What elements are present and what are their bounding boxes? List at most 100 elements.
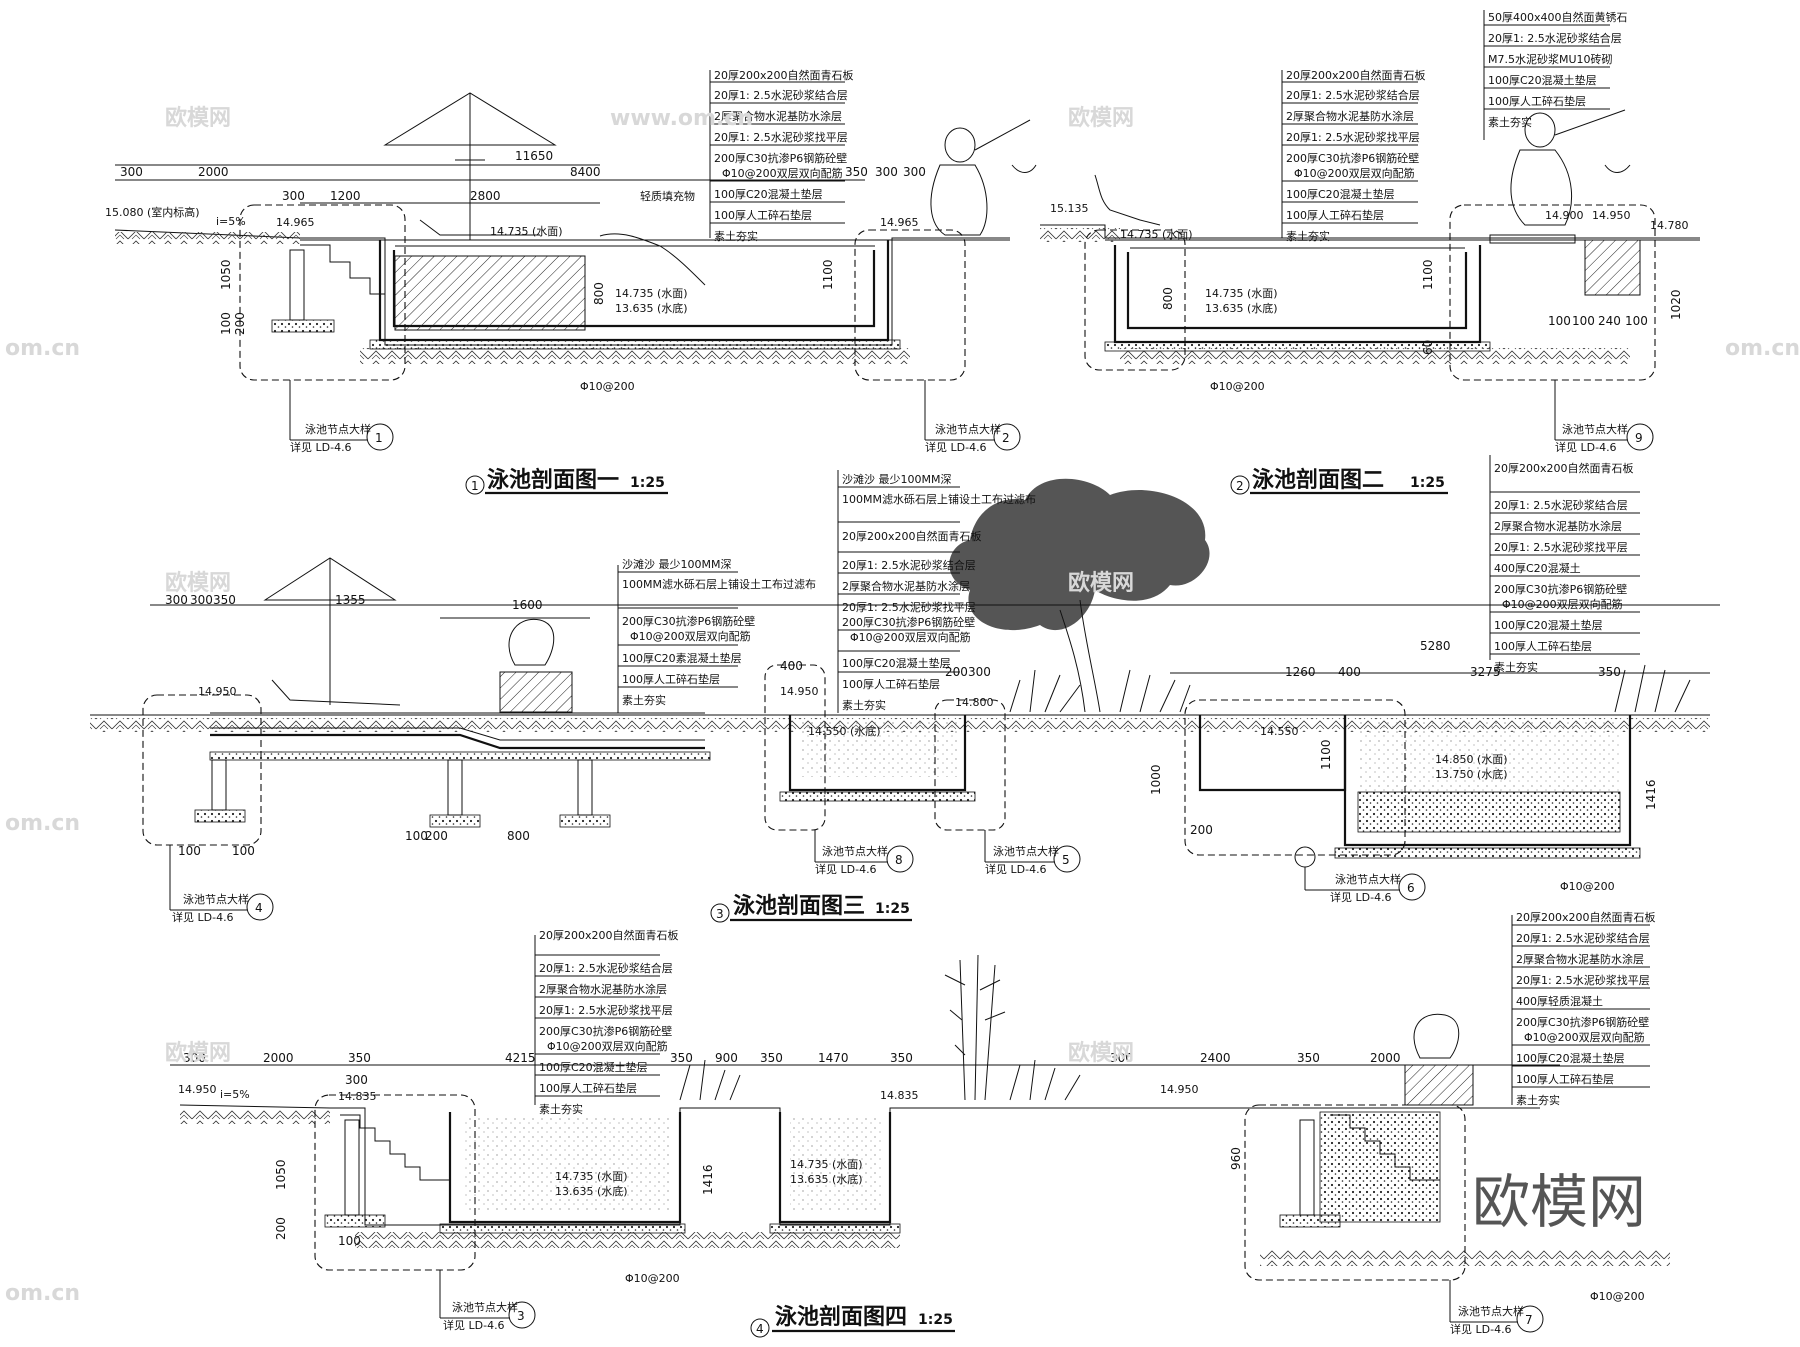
level-label: 13.635 (水底): [1205, 301, 1278, 315]
callout-3: 3 泳池节点大样 详见 LD-4.6: [439, 1270, 536, 1332]
section-2-top-layer-notes: 50厚400x400自然面黄锈石 20厚1: 2.5水泥砂浆结合层 M7.5水泥…: [1483, 10, 1628, 140]
layer-note: 20厚1: 2.5水泥砂浆结合层: [1516, 931, 1650, 945]
layer-note: 20厚1: 2.5水泥砂浆找平层: [539, 1003, 673, 1017]
dim-label: 800: [592, 282, 606, 305]
dim-label: 200: [274, 1217, 288, 1240]
callout-1: 1 泳池节点大样 详见 LD-4.6: [289, 380, 394, 454]
layer-note: 2厚聚合物水泥基防水涂层: [714, 109, 842, 123]
dim-label: 2000: [263, 1051, 294, 1065]
rebar-label: Φ10@200: [1210, 380, 1265, 393]
layer-note: Φ10@200双层双向配筋: [1502, 597, 1623, 611]
layer-note: 20厚1: 2.5水泥砂浆结合层: [1488, 31, 1622, 45]
level-label: 14.965: [276, 216, 315, 229]
section-1-layer-notes: 20厚200x200自然面青石板 20厚1: 2.5水泥砂浆结合层 2厚聚合物水…: [709, 68, 854, 243]
dim-label: 350: [670, 1051, 693, 1065]
section-title: 泳池剖面图四: [775, 1304, 907, 1330]
layer-note: 100厚人工碎石垫层: [714, 208, 812, 222]
dim-label: 100: [232, 844, 255, 858]
svg-text:4: 4: [756, 1322, 764, 1336]
umbrella-icon: [263, 557, 397, 705]
level-label: 14.735 (水面): [615, 287, 688, 300]
dim-label: 400: [1338, 665, 1361, 679]
section-3-layer-notes-a: 沙滩沙 最少100MM深 100MM滤水砾石层上铺设土工布过滤布 200厚C30…: [617, 557, 816, 713]
dim-label: 2800: [470, 189, 501, 203]
level-label: 14.835: [880, 1089, 919, 1102]
dim-label: 1416: [701, 1164, 715, 1195]
watermark-domain: om.cn: [5, 336, 80, 361]
layer-note: 20厚1: 2.5水泥砂浆结合层: [714, 88, 848, 102]
layer-note: 沙滩沙 最少100MM深: [622, 557, 731, 571]
callout-number: 1: [375, 431, 383, 445]
dim-label: 300: [968, 665, 991, 679]
layer-note: M7.5水泥砂浆MU10砖砌: [1488, 52, 1613, 66]
layer-note: 100厚人工碎石垫层: [622, 672, 720, 686]
section-2: 15.135 14.735 (水面) 14.735 (水面) 13.635 (水…: [1040, 10, 1700, 495]
layer-note: 20厚1: 2.5水泥砂浆结合层: [539, 961, 673, 975]
dim-label: 60: [1421, 340, 1435, 355]
dim-label: 2400: [1200, 1051, 1231, 1065]
section-3-title: 3 泳池剖面图三 1:25: [710, 893, 912, 923]
layer-note: 20厚200x200自然面青石板: [714, 68, 854, 82]
layer-note: 素土夯实: [1516, 1093, 1560, 1107]
layer-note: Φ10@200双层双向配筋: [547, 1039, 668, 1053]
callout-text: 泳池节点大样: [183, 892, 249, 906]
level-label: 15.135: [1050, 202, 1089, 215]
dim-label: 1200: [330, 189, 361, 203]
watermark-text: 欧模网: [165, 1040, 231, 1066]
dim-label: 350: [213, 593, 236, 607]
callout-6: 6 泳池节点大样 详见 LD-4.6: [1294, 846, 1426, 904]
rebar-label: Φ10@200: [625, 1272, 680, 1285]
dim-label: 300: [282, 189, 305, 203]
dim-label: 4215: [505, 1051, 536, 1065]
section-2-title: 2 泳池剖面图二 1:25: [1230, 467, 1448, 495]
dim-label: 1416: [1644, 779, 1658, 810]
layer-note: Φ10@200双层双向配筋: [1524, 1030, 1645, 1044]
watermark-domain: om.cn: [5, 811, 80, 836]
layer-note: 100厚人工碎石垫层: [842, 677, 940, 691]
callout-8: 8 泳池节点大样 详见 LD-4.6: [814, 830, 914, 876]
dim-label: 300: [120, 165, 143, 179]
level-label: 14.950: [1592, 209, 1631, 222]
dim-label: 1260: [1285, 665, 1316, 679]
level-label: 14.950: [178, 1083, 217, 1096]
section-3: 300 300 350 1355 1600 400 800 100 200 10…: [90, 455, 1720, 924]
dim-label: 100: [1625, 314, 1648, 328]
lounge-chair-icon: [271, 679, 401, 706]
slope-label: i=5%: [216, 215, 246, 228]
dim-label: 100: [338, 1234, 361, 1248]
level-label: 13.635 (水底): [790, 1172, 863, 1186]
fish-sculpture-icon: [1404, 1013, 1474, 1106]
bamboo-icon: [944, 954, 1006, 1101]
dim-label: 300: [875, 165, 898, 179]
dim-label: 3275: [1470, 665, 1501, 679]
callout-ref: 详见 LD-4.6: [985, 862, 1047, 876]
layer-note: 100厚C20素混凝土垫层: [622, 651, 742, 665]
dim-label: 350: [1598, 665, 1621, 679]
layer-note: 素土夯实: [1286, 229, 1330, 243]
level-label: 14.735 (水面): [1205, 287, 1278, 300]
svg-text:3: 3: [716, 907, 724, 921]
swimmer-icon: [599, 233, 706, 286]
layer-note: Φ10@200双层双向配筋: [850, 630, 971, 644]
dim-label: 1100: [821, 259, 835, 290]
level-label: 14.550 (水底): [808, 724, 881, 738]
level-label: 13.635 (水底): [615, 301, 688, 315]
callout-ref: 详见 LD-4.6: [1330, 890, 1392, 904]
level-label: 14.735 (水面): [555, 1170, 628, 1183]
callout-ref: 详见 LD-4.6: [925, 440, 987, 454]
dim-label: 5280: [1420, 639, 1451, 653]
section-1-dimensions: 300 2000 11650 8400 300 1200 2800 350 30…: [115, 149, 926, 335]
layer-note: 20厚1: 2.5水泥砂浆找平层: [842, 600, 976, 614]
dim-label: 200: [425, 829, 448, 843]
level-label: 14.735 (水面): [1120, 228, 1193, 241]
dim-label: 240: [1598, 314, 1621, 328]
dim-label: 960: [1229, 1147, 1243, 1170]
level-label: 14.735 (水面): [790, 1158, 863, 1171]
layer-note: 400厚C20混凝土: [1494, 561, 1581, 575]
layer-note: 200厚C30抗渗P6钢筋砼壁: [539, 1024, 672, 1038]
slope-label: i=5%: [220, 1088, 250, 1101]
callout-5: 5 泳池节点大样 详见 LD-4.6: [984, 830, 1081, 876]
dim-label: 350: [1297, 1051, 1320, 1065]
statue-icon: [1510, 109, 1631, 226]
